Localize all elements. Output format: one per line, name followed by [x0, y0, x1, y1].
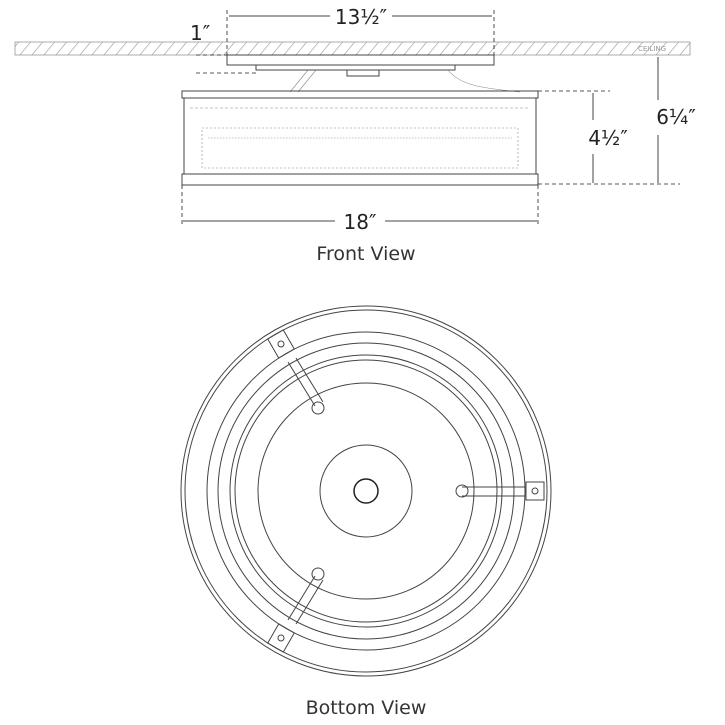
center-knob — [353, 478, 379, 504]
dim-body-height: 4½″ — [588, 126, 628, 150]
light-body — [181, 90, 539, 186]
front-view-caption: Front View — [316, 243, 415, 265]
dim-canopy-depth: 1″ — [190, 21, 210, 45]
ceiling-label: CEILING — [638, 45, 666, 53]
dim-canopy-width: 13½″ — [335, 5, 387, 29]
ceiling — [14, 41, 691, 56]
canopy — [226, 54, 521, 93]
dimension-lines: 13½″ 1″ 18″ 4½″ 6¼″ — [181, 5, 696, 234]
bottom-view: Bottom View — [180, 305, 552, 719]
front-view: CEILING 13½″ 1″ 18″ 4½″ — [14, 5, 696, 265]
arms — [267, 329, 545, 653]
dim-body-width: 18″ — [344, 210, 377, 234]
bottom-view-caption: Bottom View — [306, 697, 427, 719]
dim-overall-height: 6¼″ — [656, 105, 696, 129]
hub — [319, 444, 413, 538]
